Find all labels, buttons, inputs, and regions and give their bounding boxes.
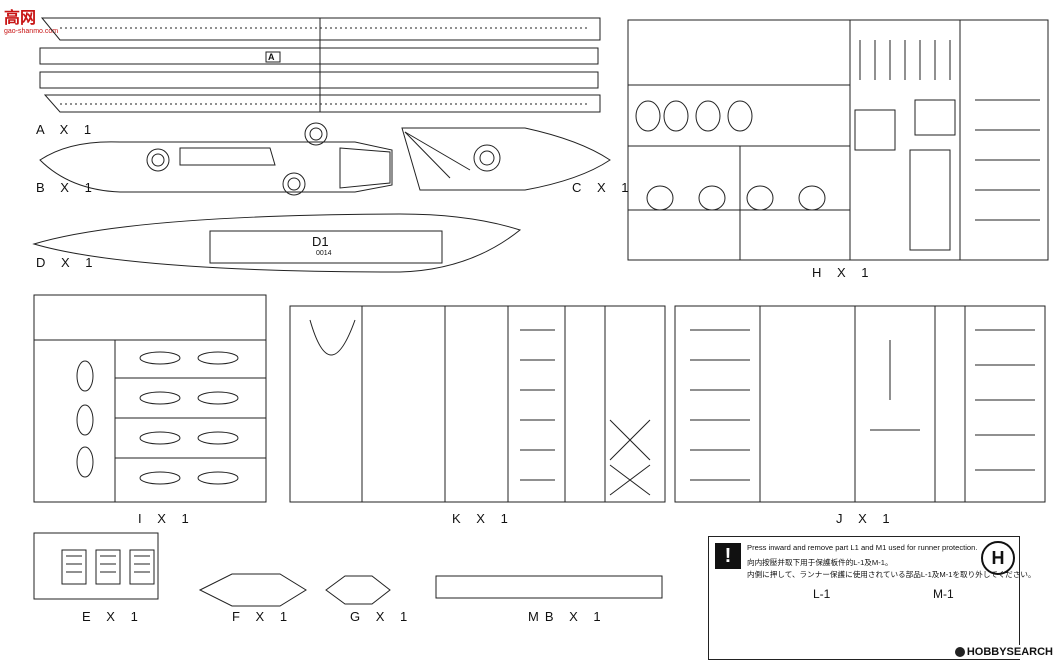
- label-sprue-c: C X 1: [572, 180, 635, 195]
- sprue-h-symbol: H: [981, 541, 1015, 575]
- label-sprue-f: F X 1: [232, 609, 294, 624]
- logo-mark-icon: [954, 647, 965, 658]
- part-d-bottom: [32, 213, 522, 273]
- label-sprue-mb: MB X 1: [528, 609, 607, 624]
- note-line-en: Press inward and remove part L1 and M1 u…: [747, 543, 978, 552]
- part-a-hull: [39, 17, 601, 113]
- label-sprue-j: J X 1: [836, 511, 896, 526]
- sprue-k-frame: [289, 305, 666, 503]
- part-mb: [435, 575, 663, 599]
- label-sprue-e: E X 1: [82, 609, 144, 624]
- part-c-bow: [401, 127, 611, 191]
- label-sprue-i: I X 1: [138, 511, 195, 526]
- part-g: [325, 575, 391, 605]
- runner-protection-note: ! Press inward and remove part L1 and M1…: [708, 536, 1036, 660]
- label-sprue-a: A X 1: [36, 122, 98, 137]
- part-d1-code: 0014: [316, 250, 332, 257]
- note-part-l: L-1: [813, 587, 831, 601]
- sprue-j-frame: [674, 305, 1046, 503]
- sprue-i-frame: [33, 294, 267, 503]
- sprue-h-frame: [627, 19, 1049, 261]
- label-sprue-h: H X 1: [812, 265, 875, 280]
- note-part-m: M-1: [933, 587, 954, 601]
- part-d1-label: D1: [312, 234, 329, 249]
- label-sprue-g: G X 1: [350, 609, 414, 624]
- part-a-mark: A: [268, 52, 275, 62]
- part-f: [198, 573, 307, 607]
- warning-icon: !: [715, 543, 741, 569]
- note-line-ja: 内側に押して、ランナー保護に使用されている部品L-1及M-1を取り外してください…: [747, 570, 1036, 579]
- hobbysearch-logo: HOBBYSEARCH: [951, 645, 1056, 659]
- label-sprue-d: D X 1: [36, 255, 99, 270]
- note-line-zh: 向内按壓并取下用于保護板件的L-1及M-1。: [747, 558, 893, 567]
- label-sprue-k: K X 1: [452, 511, 514, 526]
- part-b-deck: [39, 122, 393, 196]
- label-sprue-b: B X 1: [36, 180, 98, 195]
- sprue-e-frame: [33, 532, 159, 600]
